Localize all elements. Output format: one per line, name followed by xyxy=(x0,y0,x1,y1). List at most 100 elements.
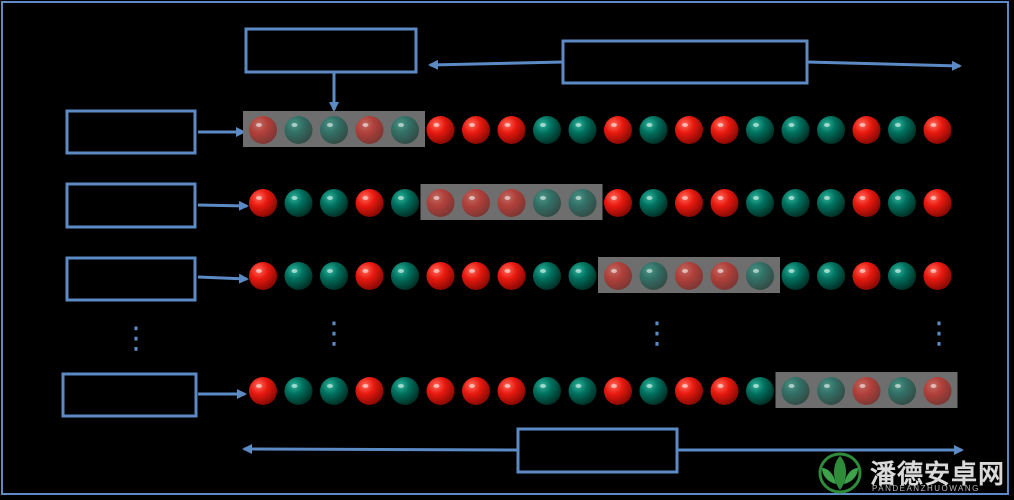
bead-shine xyxy=(717,269,724,273)
bead-shine xyxy=(433,384,440,388)
teal-bead xyxy=(817,377,845,405)
bead-shine xyxy=(646,384,653,388)
bead-shine xyxy=(682,269,688,273)
teal-bead xyxy=(320,116,348,144)
leaf-emblem-icon xyxy=(818,452,862,494)
red-bead xyxy=(497,116,526,144)
teal-bead xyxy=(781,189,810,217)
bead-shine xyxy=(824,384,830,388)
ellipsis-col-2: ⋮ xyxy=(642,316,672,351)
red-bead xyxy=(497,189,526,217)
red-bead xyxy=(710,377,739,405)
teal-bead xyxy=(817,262,845,290)
bottom-span-left-arrow xyxy=(242,444,519,455)
bead-shine xyxy=(469,196,475,200)
teal-bead xyxy=(284,189,313,217)
teal-bead xyxy=(320,377,348,405)
ellipsis-col-1: ⋮ xyxy=(319,316,349,351)
red-bead xyxy=(675,377,703,405)
span-label-box xyxy=(561,39,809,85)
bead-shine xyxy=(362,269,369,273)
teal-bead xyxy=(568,116,597,144)
watermark: 潘德安卓网 PANDEANZHUOWANG xyxy=(812,450,1012,498)
teal-bead xyxy=(284,377,313,405)
bead-shine xyxy=(859,123,866,127)
bead-shine xyxy=(504,196,511,200)
red-bead xyxy=(604,116,632,144)
teal-bead xyxy=(284,262,313,290)
red-bead xyxy=(710,116,739,144)
bead-shine xyxy=(753,196,759,200)
bead-shine xyxy=(717,196,724,200)
bead-shine xyxy=(327,196,333,200)
bead-shine xyxy=(256,196,262,200)
bead-shine xyxy=(895,384,901,388)
teal-bead xyxy=(781,262,810,290)
teal-bead xyxy=(888,189,916,217)
bead-shine xyxy=(575,196,582,200)
teal-bead xyxy=(391,116,419,144)
span-right-arrow xyxy=(806,60,962,71)
watermark-subtitle: PANDEANZHUOWANG xyxy=(872,484,980,493)
bead-shine xyxy=(930,384,937,388)
bead-shine xyxy=(930,269,937,273)
teal-bead xyxy=(639,189,668,217)
bead-shine xyxy=(327,269,333,273)
bead-shine xyxy=(611,384,617,388)
teal-bead xyxy=(817,116,845,144)
bead-shine xyxy=(433,123,440,127)
red-bead xyxy=(852,262,881,290)
bead-rows xyxy=(243,111,958,408)
red-bead xyxy=(923,189,952,217)
red-bead xyxy=(497,262,526,290)
bead-shine xyxy=(291,269,298,273)
bead-shine xyxy=(753,269,759,273)
watermark-name: 潘德安卓网 xyxy=(870,460,1006,490)
bead-shine xyxy=(788,196,795,200)
bead-shine xyxy=(540,384,546,388)
bead-shine xyxy=(469,384,475,388)
bead-row-4 xyxy=(249,372,958,408)
bead-shine xyxy=(362,196,369,200)
span-left-arrow xyxy=(428,59,564,70)
bead-shine xyxy=(646,269,653,273)
bead-shine xyxy=(398,123,404,127)
bead-shine xyxy=(930,123,937,127)
bottom-span-label-box xyxy=(516,427,679,474)
bead-shine xyxy=(611,196,617,200)
red-bead xyxy=(426,262,455,290)
bead-shine xyxy=(398,269,404,273)
bead-shine xyxy=(611,123,617,127)
teal-bead xyxy=(781,377,810,405)
bead-shine xyxy=(717,123,724,127)
red-bead xyxy=(355,262,384,290)
red-bead xyxy=(462,377,490,405)
teal-bead xyxy=(746,377,774,405)
bead-shine xyxy=(433,196,440,200)
row-label-box-4 xyxy=(61,372,198,418)
bead-shine xyxy=(646,196,653,200)
red-bead xyxy=(249,116,277,144)
bead-shine xyxy=(717,384,724,388)
bead-shine xyxy=(291,384,298,388)
teal-bead xyxy=(888,262,916,290)
teal-bead xyxy=(746,116,774,144)
teal-bead xyxy=(533,189,561,217)
bead-shine xyxy=(327,384,333,388)
row-label-box-2 xyxy=(65,182,197,229)
bead-shine xyxy=(575,123,582,127)
teal-bead xyxy=(746,189,774,217)
teal-bead xyxy=(568,189,597,217)
bead-shine xyxy=(575,384,582,388)
bead-row-2 xyxy=(249,184,952,220)
bead-shine xyxy=(824,269,830,273)
teal-bead xyxy=(320,189,348,217)
bead-shine xyxy=(504,269,511,273)
bead-shine xyxy=(291,196,298,200)
teal-bead xyxy=(533,377,561,405)
bead-shine xyxy=(540,269,546,273)
bead-shine xyxy=(859,384,866,388)
red-bead xyxy=(675,189,703,217)
bead-shine xyxy=(895,269,901,273)
